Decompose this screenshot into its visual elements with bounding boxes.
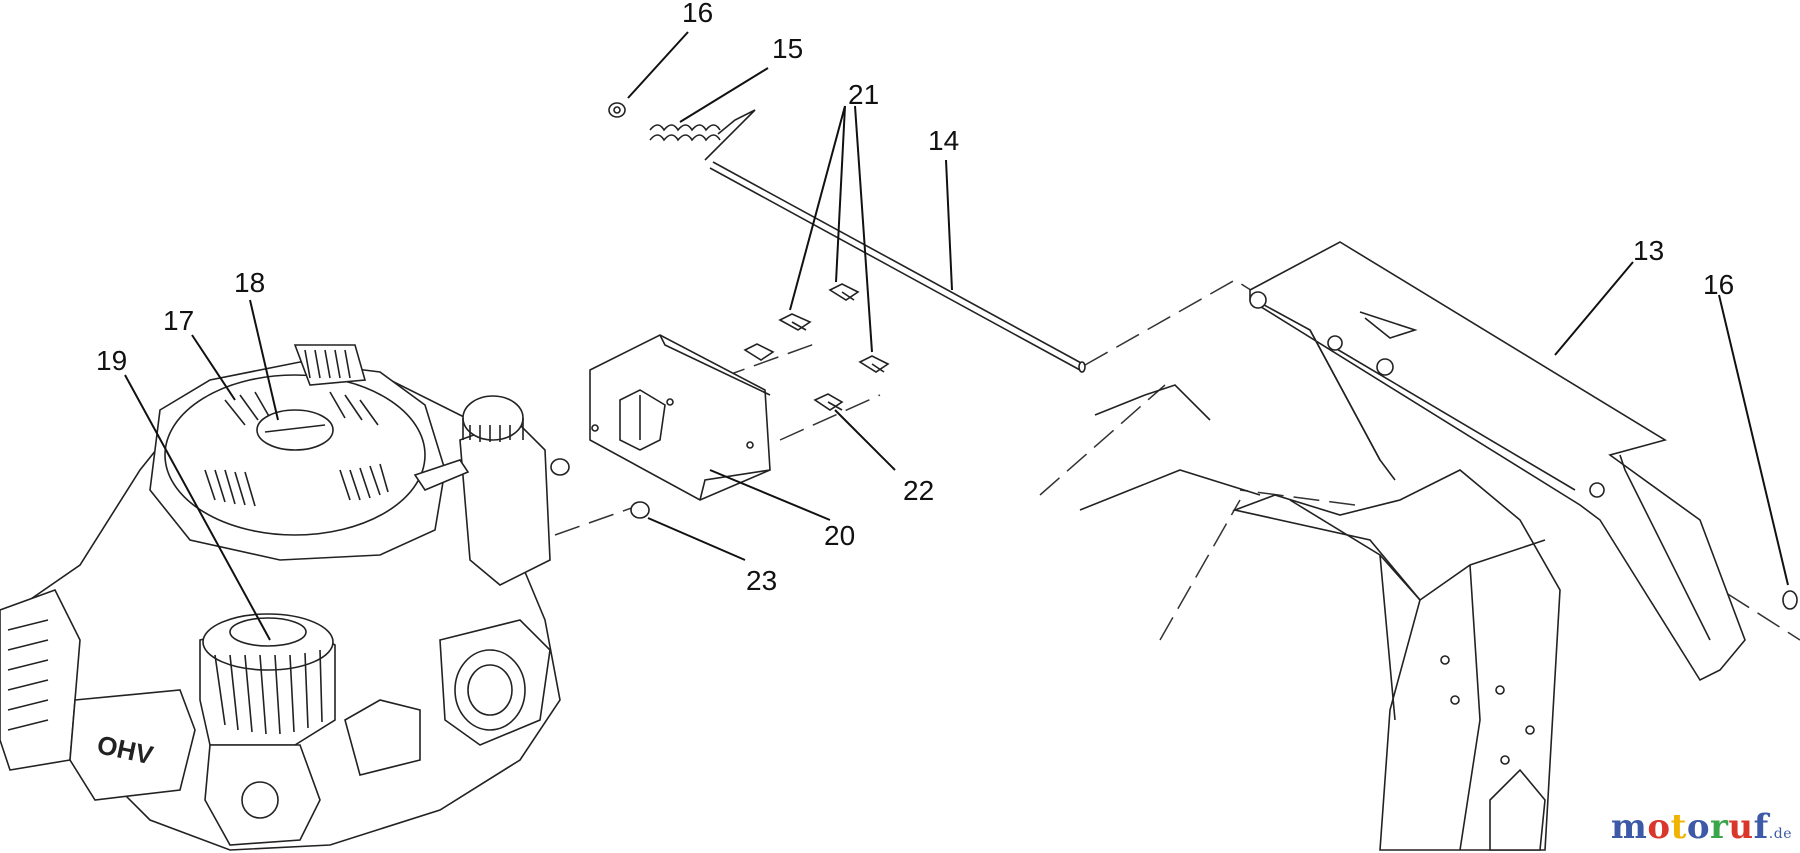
bolt-22	[813, 393, 844, 411]
leader-lines	[124, 31, 1789, 641]
watermark-letter: f	[1753, 807, 1769, 847]
callout-22: 22	[903, 475, 934, 506]
callout-17: 17	[163, 305, 194, 336]
callout-21: 21	[848, 79, 879, 110]
engine-assembly	[0, 344, 561, 851]
callout-19: 19	[96, 345, 127, 376]
callout-14: 14	[928, 125, 959, 156]
watermark-letter: r	[1710, 807, 1729, 847]
watermark-logo: motoruf.de	[1611, 807, 1792, 847]
watermark-letters: motoruf	[1611, 807, 1769, 847]
callout-13: 13	[1633, 235, 1664, 266]
nuts-23	[550, 458, 650, 519]
callout-18: 18	[234, 267, 265, 298]
bolts-21	[743, 283, 890, 373]
callout-20: 20	[824, 520, 855, 551]
callout-23: 23	[746, 565, 777, 596]
shroud-vents	[204, 391, 389, 507]
watermark-letter: o	[1647, 807, 1671, 847]
watermark-letter: u	[1728, 807, 1754, 847]
watermark-letter: t	[1670, 807, 1687, 847]
mower-deck-frame	[1079, 384, 1561, 851]
watermark-tld: .de	[1768, 826, 1792, 842]
watermark-letter: m	[1610, 807, 1648, 847]
handle-bracket-13	[1249, 241, 1746, 682]
callout-16-right: 16	[1703, 269, 1734, 300]
nut-16-right	[1782, 590, 1798, 610]
nut-16-left	[608, 102, 626, 118]
control-rod-14	[709, 161, 1086, 373]
control-bracket-20	[589, 334, 771, 501]
watermark-letter: o	[1686, 807, 1710, 847]
callout-15: 15	[772, 33, 803, 64]
spring-15	[649, 109, 756, 161]
callout-16-top: 16	[682, 0, 713, 28]
